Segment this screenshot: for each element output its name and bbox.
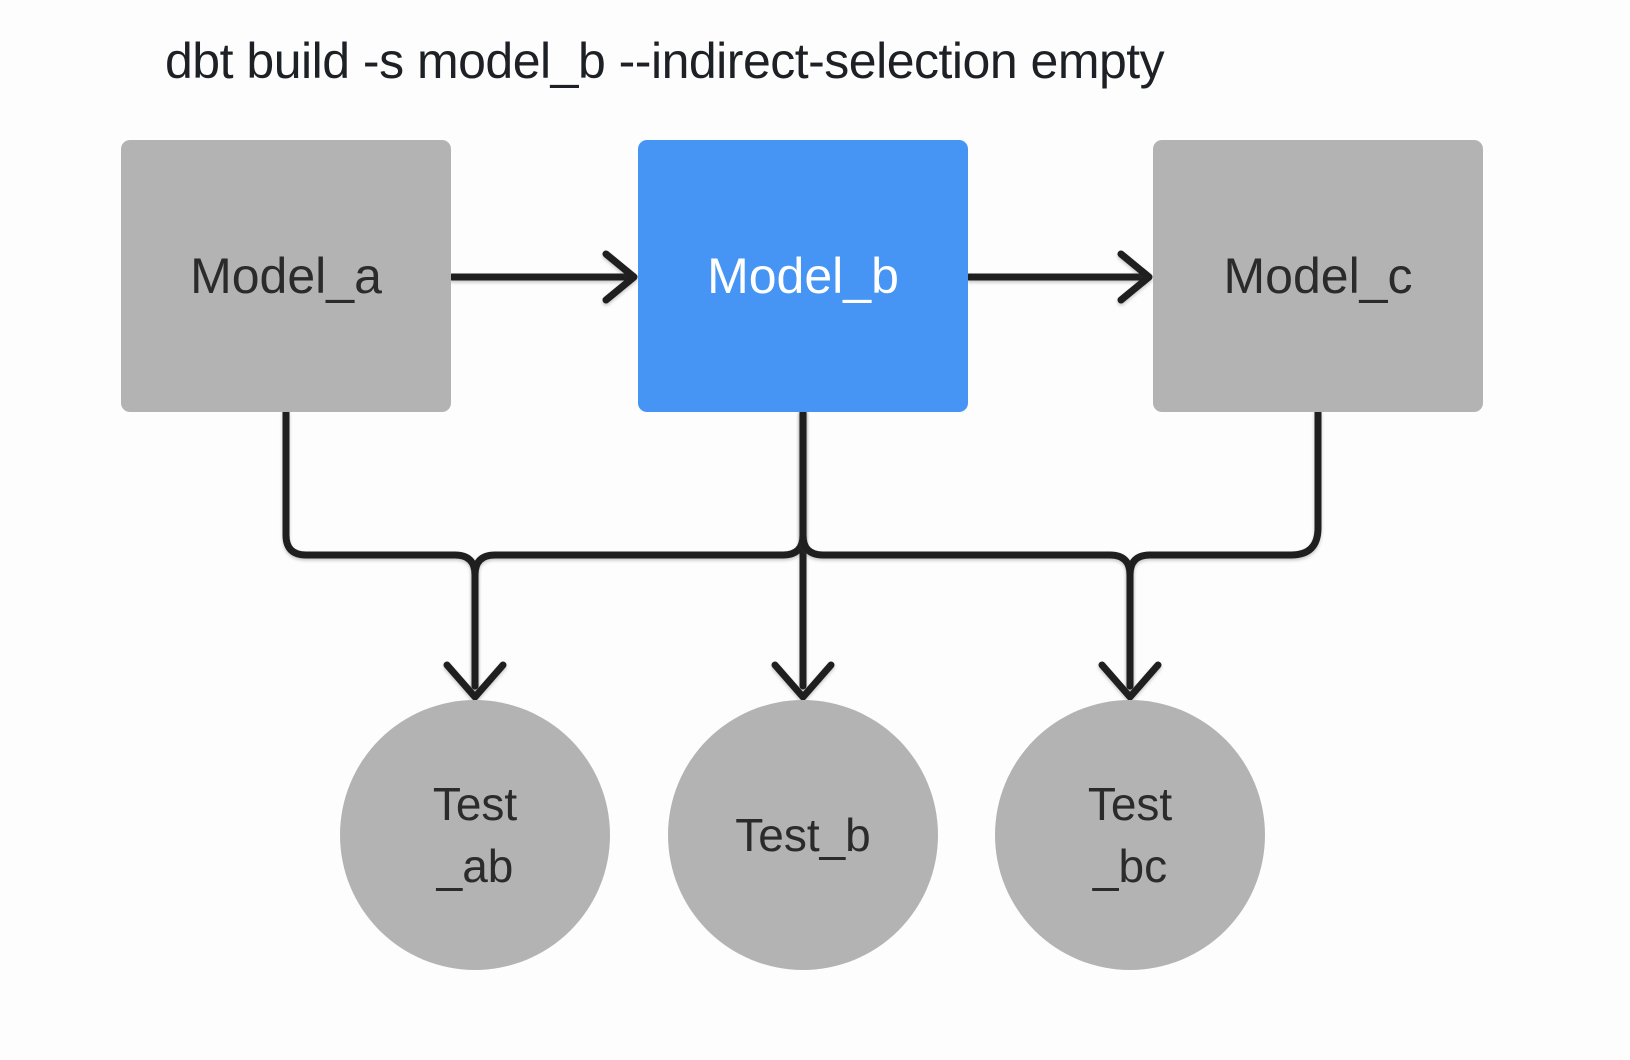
arrowhead-down-icon (1098, 661, 1162, 701)
node-test-bc-label-line1: Test (1087, 777, 1173, 830)
arrowhead-right-icon (602, 250, 638, 304)
node-test-ab-label-line2: _ab (436, 840, 514, 892)
edge-model-a-to-test-ab (282, 408, 479, 690)
node-model-b-selected: Model_b (638, 140, 968, 412)
node-test-b: Test_b (668, 700, 938, 970)
node-test-b-label-line1: Test_b (735, 808, 871, 861)
edge-model-b-to-test-ab (471, 408, 807, 690)
node-model-c: Model_c (1153, 140, 1483, 412)
arrowhead-right-icon (1117, 250, 1153, 304)
node-test-ab: Test _ab (340, 700, 610, 970)
arrowhead-down-icon (771, 661, 835, 701)
node-model-b-label: Model_b (707, 248, 899, 304)
page-title: dbt build -s model_b --indirect-selectio… (165, 33, 1165, 89)
arrowhead-down-icon (443, 661, 507, 701)
edge-model-b-to-test-bc (799, 408, 1134, 690)
node-model-c-label: Model_c (1223, 248, 1413, 304)
node-model-a-label: Model_a (190, 248, 382, 304)
node-test-bc-label-line2: _bc (1092, 840, 1168, 892)
node-test-bc: Test _bc (995, 700, 1265, 970)
edge-model-c-to-test-bc (1126, 408, 1322, 690)
node-model-a: Model_a (121, 140, 451, 412)
node-test-ab-label-line1: Test (432, 777, 518, 830)
